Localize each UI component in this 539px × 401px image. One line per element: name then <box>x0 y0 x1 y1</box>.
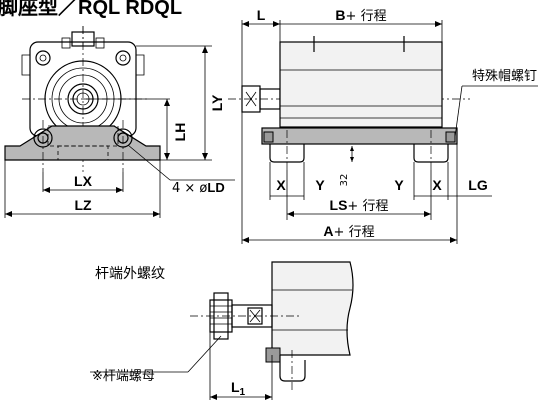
detail-heading: 杆端外螺纹 <box>95 266 165 282</box>
foot-bracket <box>4 125 161 161</box>
front-view: LH LY LX LZ 4 × øLD <box>4 26 235 218</box>
dim-lx-label: LX <box>74 173 93 189</box>
page-title: 脚座型／RQL RDQL <box>0 0 182 19</box>
dim-lz-label: LZ <box>74 197 92 213</box>
cylinder-body-side <box>279 41 443 128</box>
dim-ls-label: LS+ 行程 <box>330 197 389 214</box>
dim-32-label: 32 <box>339 174 350 187</box>
rod-end-detail: 杆端外螺纹 ※杆端螺母 L1 <box>90 261 354 400</box>
special-screw-label: 特殊帽螺钉 <box>472 68 537 84</box>
dim-lh-label: LH <box>172 123 188 142</box>
dim-lg-label: LG <box>468 177 488 193</box>
side-view: L B+ 行程 特殊帽螺钉 X Y 32 Y X LG <box>228 7 538 244</box>
dim-ly-label: LY <box>209 94 225 111</box>
dim-l1-label: L1 <box>231 379 246 398</box>
dim-b-label: B+ 行程 <box>335 7 386 24</box>
dim-a-label: A+ 行程 <box>323 223 374 240</box>
dim-l-label: L <box>257 7 266 23</box>
dim-y-right-label: Y <box>394 177 404 193</box>
mount-hole-callout: 4 × øLD <box>172 180 225 196</box>
dim-x-left-label: X <box>276 177 286 193</box>
rod-nut-label: ※杆端螺母 <box>92 369 155 384</box>
dim-y-left-label: Y <box>315 177 325 193</box>
dim-x-right-label: X <box>432 177 442 193</box>
